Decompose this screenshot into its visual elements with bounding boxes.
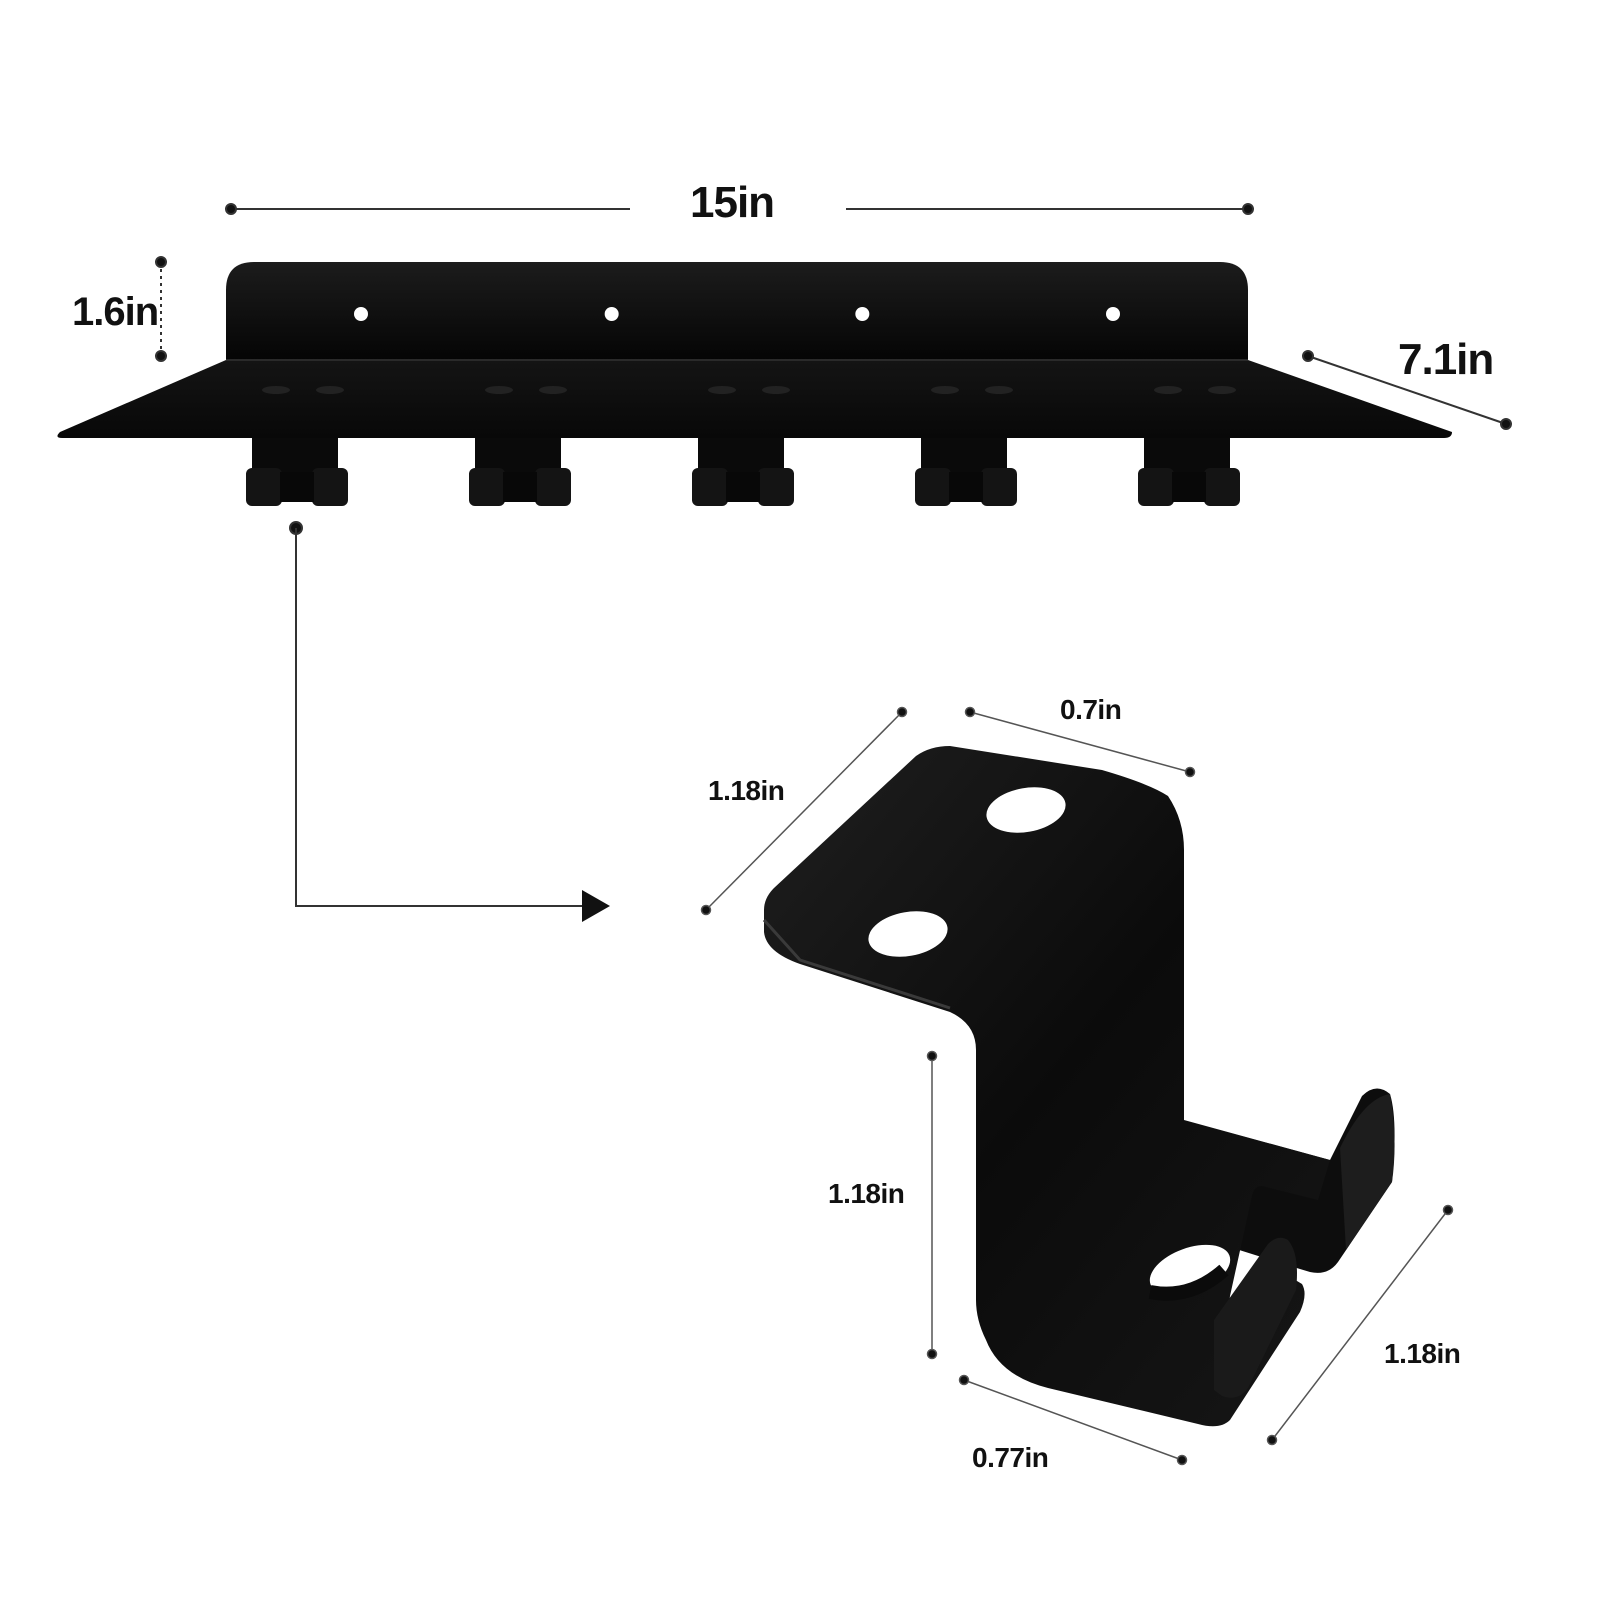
hook-bottom-length-line bbox=[1271, 1209, 1449, 1441]
shelf-top-hole bbox=[262, 386, 290, 394]
shelf-width-label: 15in bbox=[690, 178, 775, 227]
hook-top-length-line bbox=[705, 711, 903, 911]
hook-detail-illustration bbox=[762, 746, 1395, 1427]
hook-bottom-width-line bbox=[963, 1379, 1183, 1461]
depth-dimension-line bbox=[1307, 355, 1507, 425]
hook-bottom-length-label: 1.18in bbox=[1384, 1338, 1461, 1369]
shelf-top-hole bbox=[1208, 386, 1236, 394]
shelf-top-hole bbox=[539, 386, 567, 394]
hook-top-width-label: 0.7in bbox=[1060, 694, 1122, 725]
shelf-back-hole bbox=[604, 307, 619, 321]
shelf-top-hole bbox=[485, 386, 513, 394]
shelf-illustration bbox=[57, 262, 1452, 506]
shelf-dimension-lines bbox=[155, 203, 1512, 922]
shelf-top-hole bbox=[1154, 386, 1182, 394]
detail-arrow-head bbox=[582, 890, 610, 922]
shelf-height-label: 1.6in bbox=[72, 290, 159, 334]
shelf-top-holes bbox=[262, 386, 1236, 394]
hook-dimension-lines bbox=[700, 706, 1454, 1466]
shelf-back-plate bbox=[226, 262, 1248, 360]
shelf-hook bbox=[469, 438, 571, 506]
shelf-top-hole bbox=[985, 386, 1013, 394]
shelf-hook bbox=[692, 438, 794, 506]
shelf-back-hole bbox=[1106, 307, 1120, 321]
shelf-top-hole bbox=[931, 386, 959, 394]
shelf-top-hole bbox=[316, 386, 344, 394]
hook-top-length-label: 1.18in bbox=[708, 775, 785, 806]
shelf-back-holes bbox=[354, 307, 1120, 321]
hook-top-width-line bbox=[969, 711, 1191, 773]
shelf-hook bbox=[1138, 438, 1240, 506]
shelf-hook bbox=[246, 438, 348, 506]
shelf-back-hole bbox=[354, 307, 368, 321]
hook-front-prong bbox=[1214, 1237, 1297, 1398]
hook-drop-height-label: 1.18in bbox=[828, 1178, 905, 1209]
shelf-top-surface bbox=[57, 360, 1452, 438]
shelf-back-hole bbox=[855, 307, 870, 321]
shelf-top-hole bbox=[762, 386, 790, 394]
hook-bottom-width-label: 0.77in bbox=[972, 1442, 1049, 1473]
detail-leader-line bbox=[295, 528, 584, 907]
shelf-hook bbox=[915, 438, 1017, 506]
hook-mount-hole-1 bbox=[986, 787, 1066, 833]
shelf-hooks bbox=[246, 438, 1240, 506]
shelf-top-hole bbox=[708, 386, 736, 394]
shelf-depth-label: 7.1in bbox=[1398, 335, 1494, 384]
hook-mount-hole-2 bbox=[868, 911, 948, 957]
